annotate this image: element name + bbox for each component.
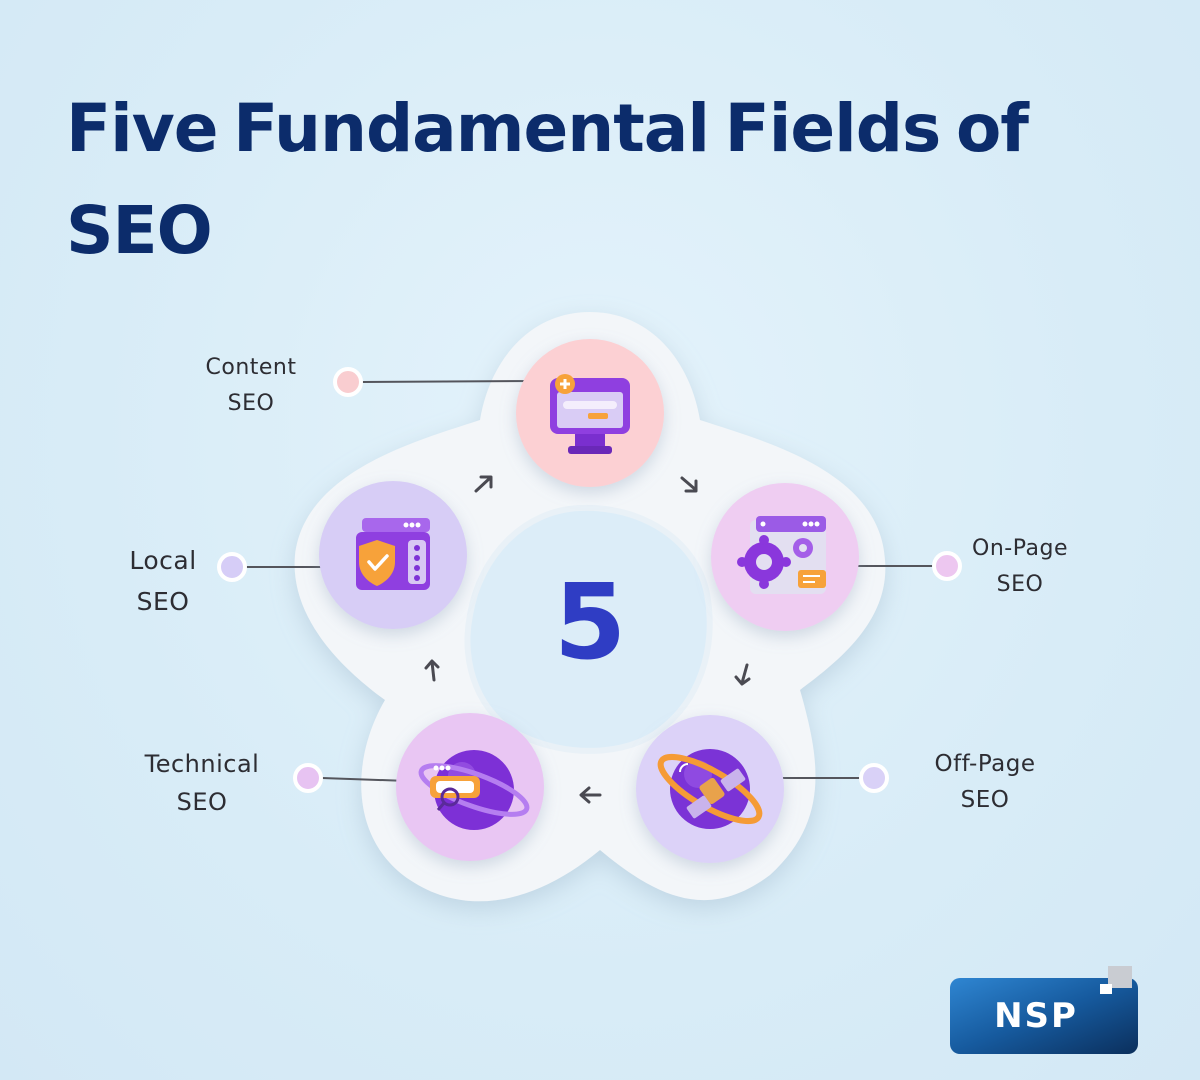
label-dots: [217, 367, 962, 793]
label-line: SEO: [136, 587, 190, 616]
shield-window-icon: [356, 518, 430, 590]
logo-text: NSP: [994, 996, 1078, 1036]
label-line: Technical: [144, 750, 260, 778]
center-number: 5: [553, 561, 627, 683]
arrow-icon: [680, 476, 698, 493]
label-line: SEO: [227, 391, 275, 416]
label-technical-seo: Technical SEO: [122, 745, 282, 821]
label-line: Local: [129, 546, 197, 575]
arrow-icon: [734, 663, 751, 686]
page-title: Five Fundamental Fields of SEO: [66, 78, 1046, 282]
content-dot: [333, 367, 363, 397]
cycle-arrows: [424, 475, 751, 804]
arrow-icon: [579, 786, 602, 804]
nsp-logo-graphic: [950, 966, 1138, 1054]
label-line: SEO: [176, 788, 228, 816]
onpage-dot: [932, 551, 962, 581]
label-line: On-Page: [972, 536, 1068, 561]
label-local-seo: Local SEO: [98, 540, 228, 622]
browser-monitor-icon: [550, 374, 630, 454]
node-local: [319, 481, 467, 629]
label-offpage-seo: Off-Page SEO: [910, 746, 1060, 818]
title-line-2: SEO: [66, 192, 213, 269]
arrow-icon: [474, 475, 493, 493]
label-line: SEO: [996, 572, 1044, 597]
offpage-dot: [859, 763, 889, 793]
nsp-logo: NSP: [950, 978, 1138, 1054]
title-word: Fields: [724, 90, 942, 167]
label-line: Content: [205, 355, 297, 380]
label-onpage-seo: On-Page SEO: [945, 531, 1095, 603]
connectors: [246, 380, 935, 782]
node-technical: [396, 713, 544, 861]
label-line: SEO: [960, 787, 1010, 813]
local-dot: [217, 552, 247, 582]
arrow-icon: [424, 659, 440, 682]
label-line: Off-Page: [934, 751, 1036, 777]
planet-search-icon: [418, 750, 530, 830]
node-onpage: [711, 483, 859, 631]
node-content: [516, 339, 664, 487]
title-word: Fundamental: [233, 90, 710, 167]
satellite-planet-icon: [657, 749, 763, 829]
title-line-1: Five Fundamental Fields of: [66, 78, 1029, 180]
cycle-ring-hole: [464, 504, 713, 754]
gears-window-icon: [737, 516, 826, 594]
node-offpage: [636, 715, 784, 863]
technical-dot: [293, 763, 323, 793]
title-word: of: [955, 90, 1029, 167]
label-content-seo: Content SEO: [176, 350, 326, 422]
title-word: Five: [66, 90, 218, 167]
